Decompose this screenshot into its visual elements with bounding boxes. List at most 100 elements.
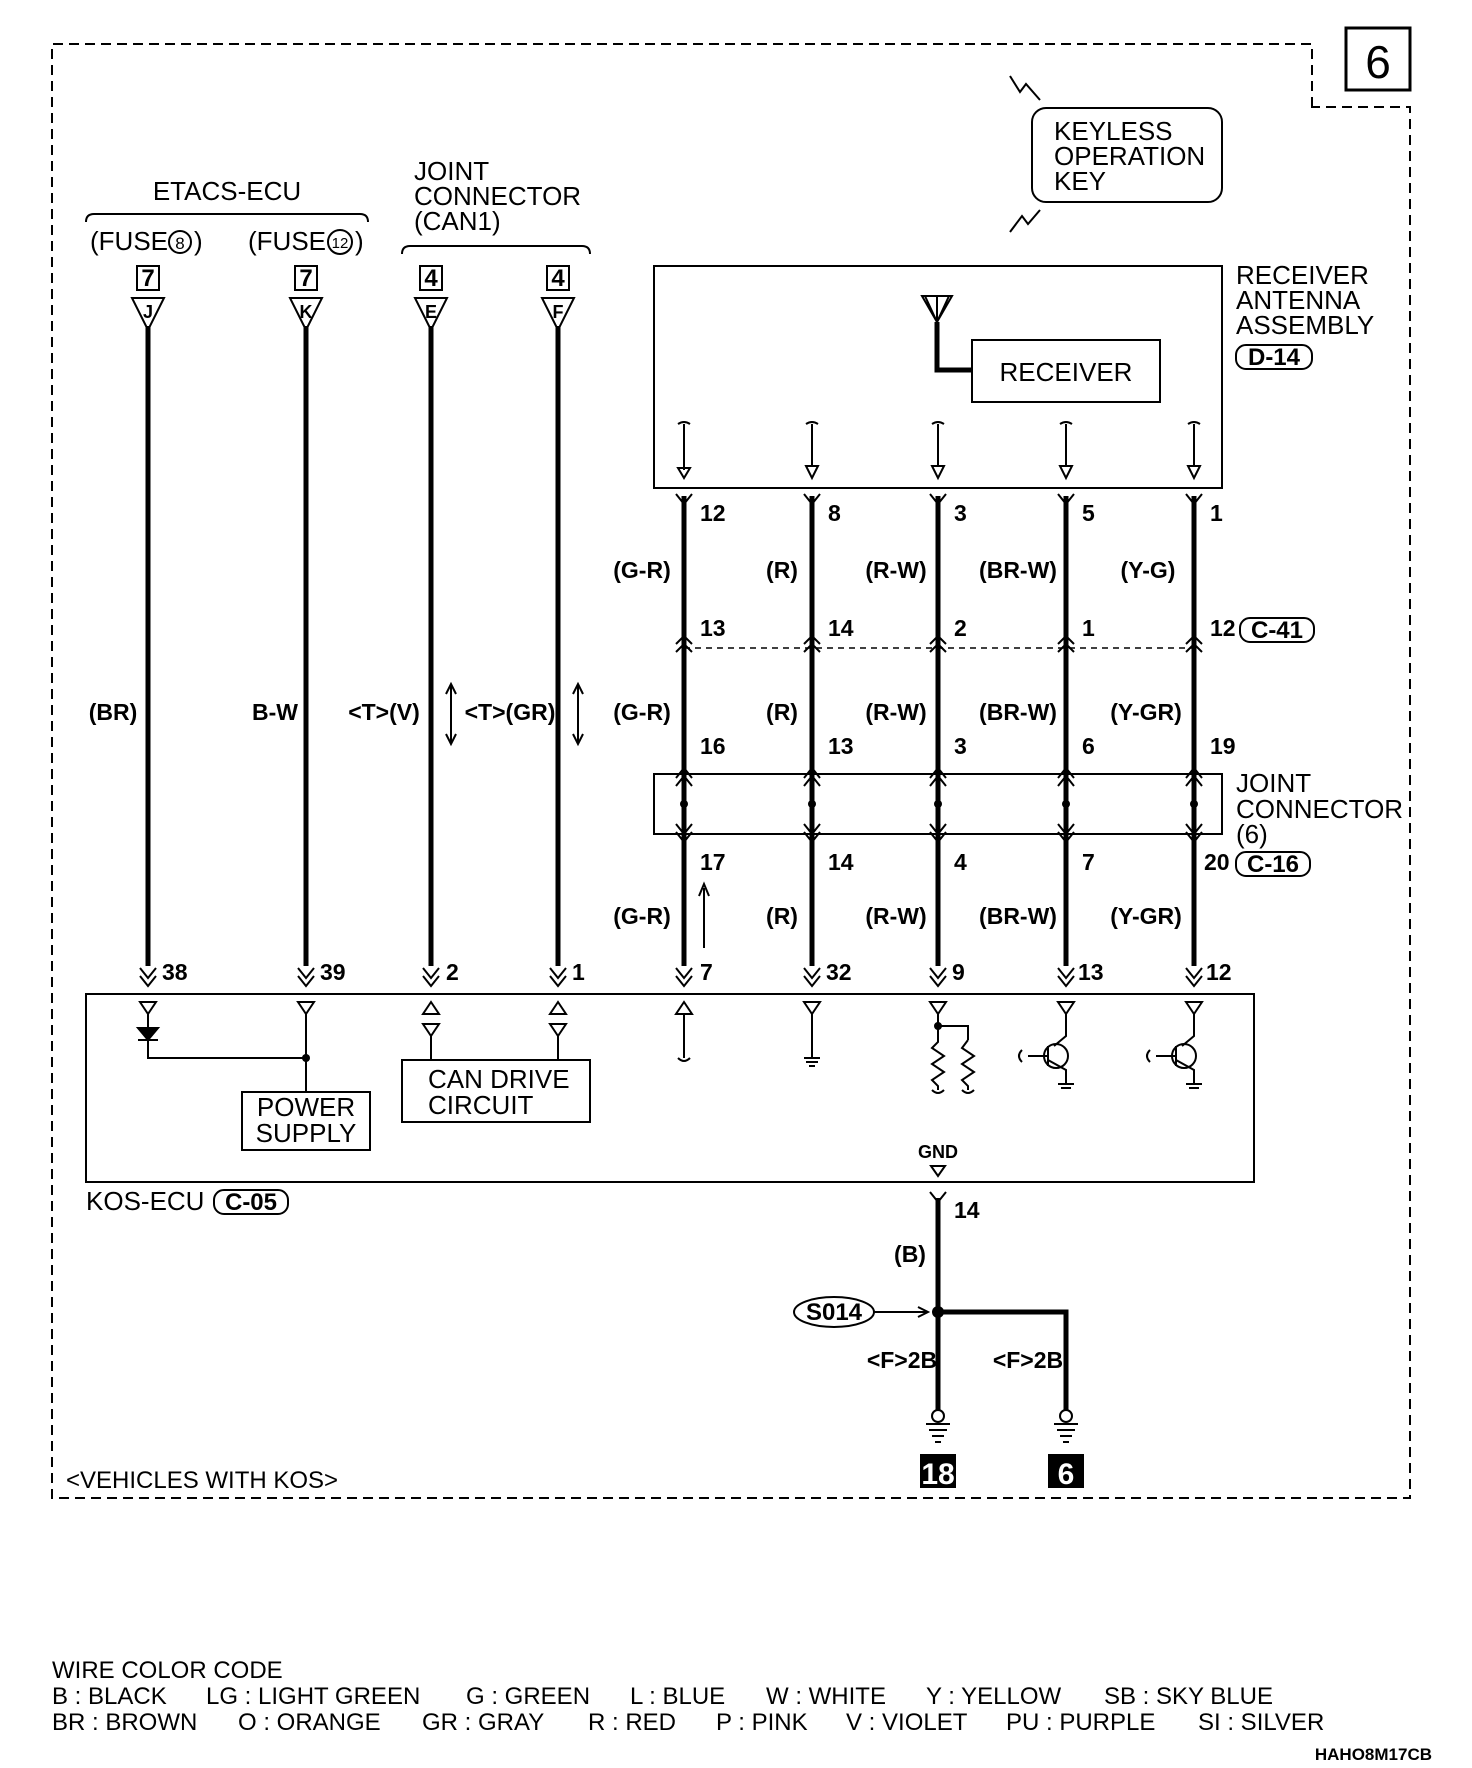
can1-conn-f-number: 4 — [551, 265, 565, 292]
receiver-box — [971, 339, 1161, 403]
joint6-title-1: JOINT — [1236, 768, 1311, 798]
color-code-item: O : ORANGE — [238, 1709, 381, 1736]
kos-ecu: KOS-ECU C-05 POWER SUPPLY CAN DRIVE CIRC… — [85, 993, 1255, 1216]
color-code-item: B : BLACK — [52, 1683, 167, 1710]
color-code-item: P : PINK — [716, 1709, 808, 1736]
lower-color-4: (BR-W) — [979, 903, 1057, 929]
color-code-item: SB : SKY BLUE — [1104, 1683, 1273, 1710]
resistor-icon — [930, 1014, 976, 1094]
middle-color-3: (R-W) — [865, 699, 926, 725]
power-supply-label-2: SUPPLY — [256, 1118, 357, 1148]
joint6-title-3: (6) — [1236, 819, 1268, 849]
receiver-assembly-connector: D-14 — [1248, 344, 1301, 371]
etacs-conn-j-letter: J — [143, 302, 153, 322]
ground-wire-color: (B) — [894, 1241, 926, 1267]
antenna-icon — [920, 295, 954, 325]
ecu-pin-13: 13 — [1078, 959, 1104, 985]
joint6-top-pin-3: 3 — [954, 733, 967, 759]
joint6-bottom-pin-4: 4 — [954, 849, 967, 875]
wire-color-b-w: B-W — [252, 699, 298, 725]
color-code-title: WIRE COLOR CODE — [52, 1657, 283, 1684]
receiver-pin-3: 3 — [954, 500, 967, 526]
ground-circuit: 14 (B) S014 <F>2B <F>2B 18 6 — [793, 1191, 1084, 1491]
left-wires: (BR) B-W <T>(V) <T>(GR) 38 39 2 1 — [89, 326, 585, 988]
middle-color-1: (G-R) — [613, 699, 670, 725]
transistor-icon — [1146, 1014, 1202, 1089]
figure-code: HAHO8M17CB — [1315, 1745, 1432, 1764]
joint6-top-pin-6: 6 — [1082, 733, 1095, 759]
etacs-ecu-title: ETACS-ECU — [153, 176, 301, 206]
joint6-top-pin-19: 19 — [1210, 733, 1236, 759]
color-code-item: GR : GRAY — [422, 1709, 544, 1736]
receiver-assembly-title-1: RECEIVER — [1236, 260, 1369, 290]
color-code-item: BR : BROWN — [52, 1709, 197, 1736]
joint-can1-title-1: JOINT — [414, 156, 489, 186]
color-code-item: R : RED — [588, 1709, 676, 1736]
kos-ecu-connector: C-05 — [225, 1189, 277, 1216]
color-code-item: Y : YELLOW — [926, 1683, 1062, 1710]
upper-color-5: (Y-G) — [1121, 557, 1176, 583]
transistor-icon — [1018, 1014, 1074, 1089]
joint6-bottom-pin-20: 20 — [1204, 849, 1230, 875]
can1-conn-f-letter: F — [553, 302, 564, 322]
can-drive-label-1: CAN DRIVE — [428, 1064, 570, 1094]
upper-color-4: (BR-W) — [979, 557, 1057, 583]
ground-symbol-icon — [926, 1409, 950, 1443]
etacs-conn-k-letter: K — [300, 302, 313, 322]
lower-color-1: (G-R) — [613, 903, 670, 929]
receiver-assembly-box — [653, 265, 1223, 489]
color-code-item: G : GREEN — [466, 1683, 590, 1710]
joint6-bottom-pin-7: 7 — [1082, 849, 1095, 875]
keyless-key-box — [1031, 107, 1223, 203]
upper-color-3: (R-W) — [865, 557, 926, 583]
c16-connector-label: C-16 — [1247, 851, 1299, 878]
page-number-box: 6 — [1344, 26, 1412, 92]
ground-pin-14: 14 — [954, 1197, 980, 1223]
receiver-pin-5: 5 — [1082, 500, 1095, 526]
color-code-item: SI : SILVER — [1198, 1709, 1324, 1736]
splice-s014: S014 — [806, 1299, 863, 1326]
color-code-item: PU : PURPLE — [1006, 1709, 1155, 1736]
ground-symbol-icon — [1054, 1409, 1078, 1443]
ecu-pin-1: 1 — [572, 959, 585, 985]
power-supply-box — [241, 1091, 371, 1151]
receiver-assembly-title-2: ANTENNA — [1236, 285, 1361, 315]
radio-wave-icon — [1009, 209, 1041, 233]
can-drive-circuit-box — [401, 1059, 591, 1123]
lower-color-3: (R-W) — [865, 903, 926, 929]
top-connector-triangles: J K E F — [130, 297, 576, 333]
page-number: 6 — [1365, 36, 1391, 88]
joint6-title-2: CONNECTOR — [1236, 794, 1403, 824]
kos-ecu-box — [85, 993, 1255, 1183]
radio-wave-icon — [1009, 75, 1041, 101]
joint-connector-can1-group: JOINT CONNECTOR (CAN1) 4 4 — [401, 156, 591, 292]
color-code-item: W : WHITE — [766, 1683, 886, 1710]
joint-can1-title-2: CONNECTOR — [414, 181, 581, 211]
ecu-pin-12: 12 — [1206, 959, 1232, 985]
ground-label-left: <F>2B — [867, 1347, 937, 1373]
keyless-key-label-2: OPERATION — [1054, 141, 1205, 171]
receiver-pin-1: 1 — [1210, 500, 1223, 526]
color-code-item: LG : LIGHT GREEN — [206, 1683, 420, 1710]
c41-pin-1: 1 — [1082, 615, 1095, 641]
can-drive-label-2: CIRCUIT — [428, 1090, 534, 1120]
middle-color-5: (Y-GR) — [1110, 699, 1182, 725]
ground-label-right: <F>2B — [993, 1347, 1063, 1373]
joint6-bottom-pin-14: 14 — [828, 849, 854, 875]
etacs-conn-k-number: 7 — [299, 265, 312, 292]
ecu-pin-38: 38 — [162, 959, 188, 985]
receiver-pin-12: 12 — [700, 500, 726, 526]
can1-conn-e-letter: E — [425, 302, 437, 322]
wire-color-code-legend: WIRE COLOR CODE B : BLACK LG : LIGHT GRE… — [52, 1657, 1324, 1736]
c41-pin-13: 13 — [700, 615, 726, 641]
keyless-key-label-1: KEYLESS — [1054, 116, 1173, 146]
color-code-item: L : BLUE — [630, 1683, 725, 1710]
joint6-bottom-pin-17: 17 — [700, 849, 726, 875]
power-supply-label-1: POWER — [257, 1092, 355, 1122]
ecu-pin-39: 39 — [320, 959, 346, 985]
ecu-pin-7: 7 — [700, 959, 713, 985]
diagram-border — [51, 43, 1411, 1499]
wire-color-t-gr: <T>(GR) — [465, 699, 556, 725]
ecu-pin-9: 9 — [952, 959, 965, 985]
